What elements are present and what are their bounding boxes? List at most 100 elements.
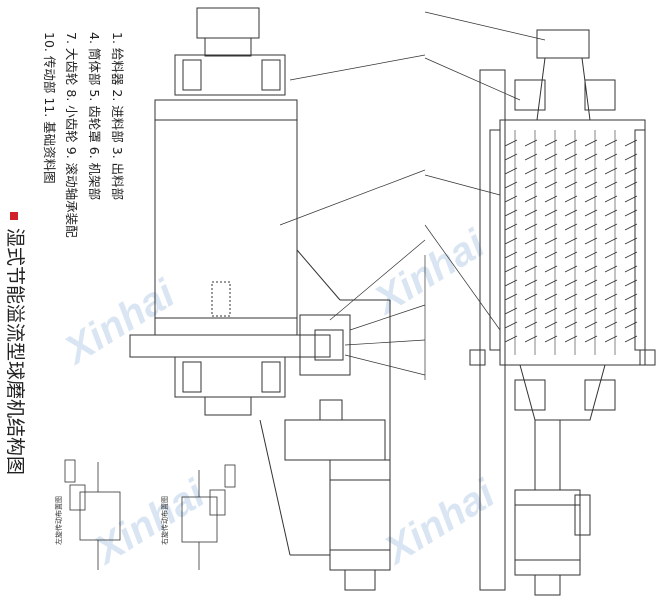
liner-hatch-mark (504, 293, 518, 301)
liner-hatch-mark (544, 223, 558, 231)
liner-hatch-mark (604, 335, 618, 343)
liner-hatch-mark (624, 251, 638, 259)
liner-hatch-mark (604, 167, 618, 175)
liner-hatch-mark (584, 237, 598, 245)
liner-hatch-mark (524, 335, 538, 343)
legend-line-2: 4. 筒体部 5. 齿轮罩 6. 机架部 (87, 32, 102, 201)
liner-hatch-mark (544, 279, 558, 287)
liner-hatch-mark (584, 195, 598, 203)
liner-hatch-mark (604, 279, 618, 287)
liner-hatch-mark (544, 321, 558, 329)
liner-hatch-mark (504, 307, 518, 315)
liner-hatch-mark (524, 223, 538, 231)
liner-hatch-mark (504, 181, 518, 189)
liner-hatch-mark (564, 321, 578, 329)
liner-hatch-mark (584, 153, 598, 161)
left-drive-label: 左旋传动布置图 (55, 496, 63, 545)
liner-hatch-mark (564, 195, 578, 203)
liner-hatch-mark (604, 181, 618, 189)
liner-hatch-mark (564, 223, 578, 231)
liner-hatch-mark (524, 293, 538, 301)
liner-hatch-mark (504, 279, 518, 287)
liner-hatch-mark (564, 279, 578, 287)
liner-hatch-mark (544, 237, 558, 245)
liner-hatch-mark (584, 251, 598, 259)
liner-hatch-mark (524, 279, 538, 287)
liner-hatch-mark (624, 321, 638, 329)
liner-hatch-mark (524, 139, 538, 147)
liner-hatch-mark (504, 209, 518, 217)
liner-hatch-mark (624, 265, 638, 273)
leader-lines (279, 11, 546, 380)
liner-hatch-mark (524, 167, 538, 175)
liner-hatch-mark (524, 307, 538, 315)
liner-hatch-mark (544, 265, 558, 273)
liner-hatch-mark (504, 335, 518, 343)
liner-hatch-mark (624, 279, 638, 287)
liner-hatch-mark (504, 251, 518, 259)
liner-hatch-mark (564, 307, 578, 315)
liner-hatch-mark (544, 209, 558, 217)
liner-hatch-mark (584, 181, 598, 189)
liner-hatch-mark (564, 139, 578, 147)
legend-line-4: 10. 传动部 11. 基础资料图 (42, 32, 57, 184)
liner-hatch-mark (604, 293, 618, 301)
liner-hatch-mark (564, 153, 578, 161)
liner-hatch-mark (624, 237, 638, 245)
liner-hatch-mark (544, 195, 558, 203)
liner-hatch-mark (604, 139, 618, 147)
liner-hatch-mark (584, 223, 598, 231)
liner-hatch-mark (544, 139, 558, 147)
liner-hatch-mark (584, 265, 598, 273)
liner-hatch-mark (624, 335, 638, 343)
liner-hatch-mark (584, 167, 598, 175)
liner-hatch-mark (624, 181, 638, 189)
liner-hatch-mark (544, 181, 558, 189)
liner-hatch-mark (624, 209, 638, 217)
liner-hatch-mark (544, 307, 558, 315)
liner-hatch-mark (584, 335, 598, 343)
liner-hatch-mark (504, 223, 518, 231)
liner-hatch-mark (604, 321, 618, 329)
title-marker-icon (10, 212, 19, 220)
liner-hatch-mark (564, 167, 578, 175)
legend-line-3: 7. 大齿轮 8. 小齿轮 9. 滚动轴承装配 (64, 32, 79, 238)
liner-hatch-mark (564, 335, 578, 343)
right-drive-label: 右旋传动布置图 (161, 496, 169, 545)
liner-hatch-mark (544, 251, 558, 259)
liner-hatch-mark (564, 237, 578, 245)
liner-hatch-mark (524, 265, 538, 273)
liner-hatch-mark (544, 167, 558, 175)
liner-hatch-mark (564, 265, 578, 273)
liner-hatch-mark (504, 321, 518, 329)
liner-hatch-mark (564, 251, 578, 259)
liner-hatch-mark (564, 181, 578, 189)
liner-hatch-mark (504, 195, 518, 203)
liner-hatch-mark (604, 251, 618, 259)
title-text: 湿式节能溢流型球磨机结构图 (4, 228, 26, 476)
liner-hatch-mark (604, 237, 618, 245)
liner-hatch-mark (504, 237, 518, 245)
liner-hatch-mark (504, 153, 518, 161)
liner-hatch-mark (564, 209, 578, 217)
liner-hatch-mark (624, 167, 638, 175)
liner-hatch-mark (584, 293, 598, 301)
liner-hatch-mark (524, 237, 538, 245)
liner-hatch-mark (544, 153, 558, 161)
liner-hatch-mark (544, 335, 558, 343)
liner-hatch-mark (624, 139, 638, 147)
left-mill-elevation (129, 7, 391, 591)
liner-hatch-mark (524, 209, 538, 217)
liner-hatch-mark (624, 293, 638, 301)
liner-hatch-mark (624, 153, 638, 161)
page-title: 湿式节能溢流型球磨机结构图 (3, 212, 30, 475)
right-drive-layout (181, 464, 236, 570)
liner-hatch-mark (584, 321, 598, 329)
liner-hatch-mark (604, 265, 618, 273)
liner-hatch-mark (544, 293, 558, 301)
liner-hatch-mark (604, 153, 618, 161)
liner-hatch-mark (604, 195, 618, 203)
right-mill-section (469, 29, 656, 596)
liner-hatch-mark (524, 153, 538, 161)
